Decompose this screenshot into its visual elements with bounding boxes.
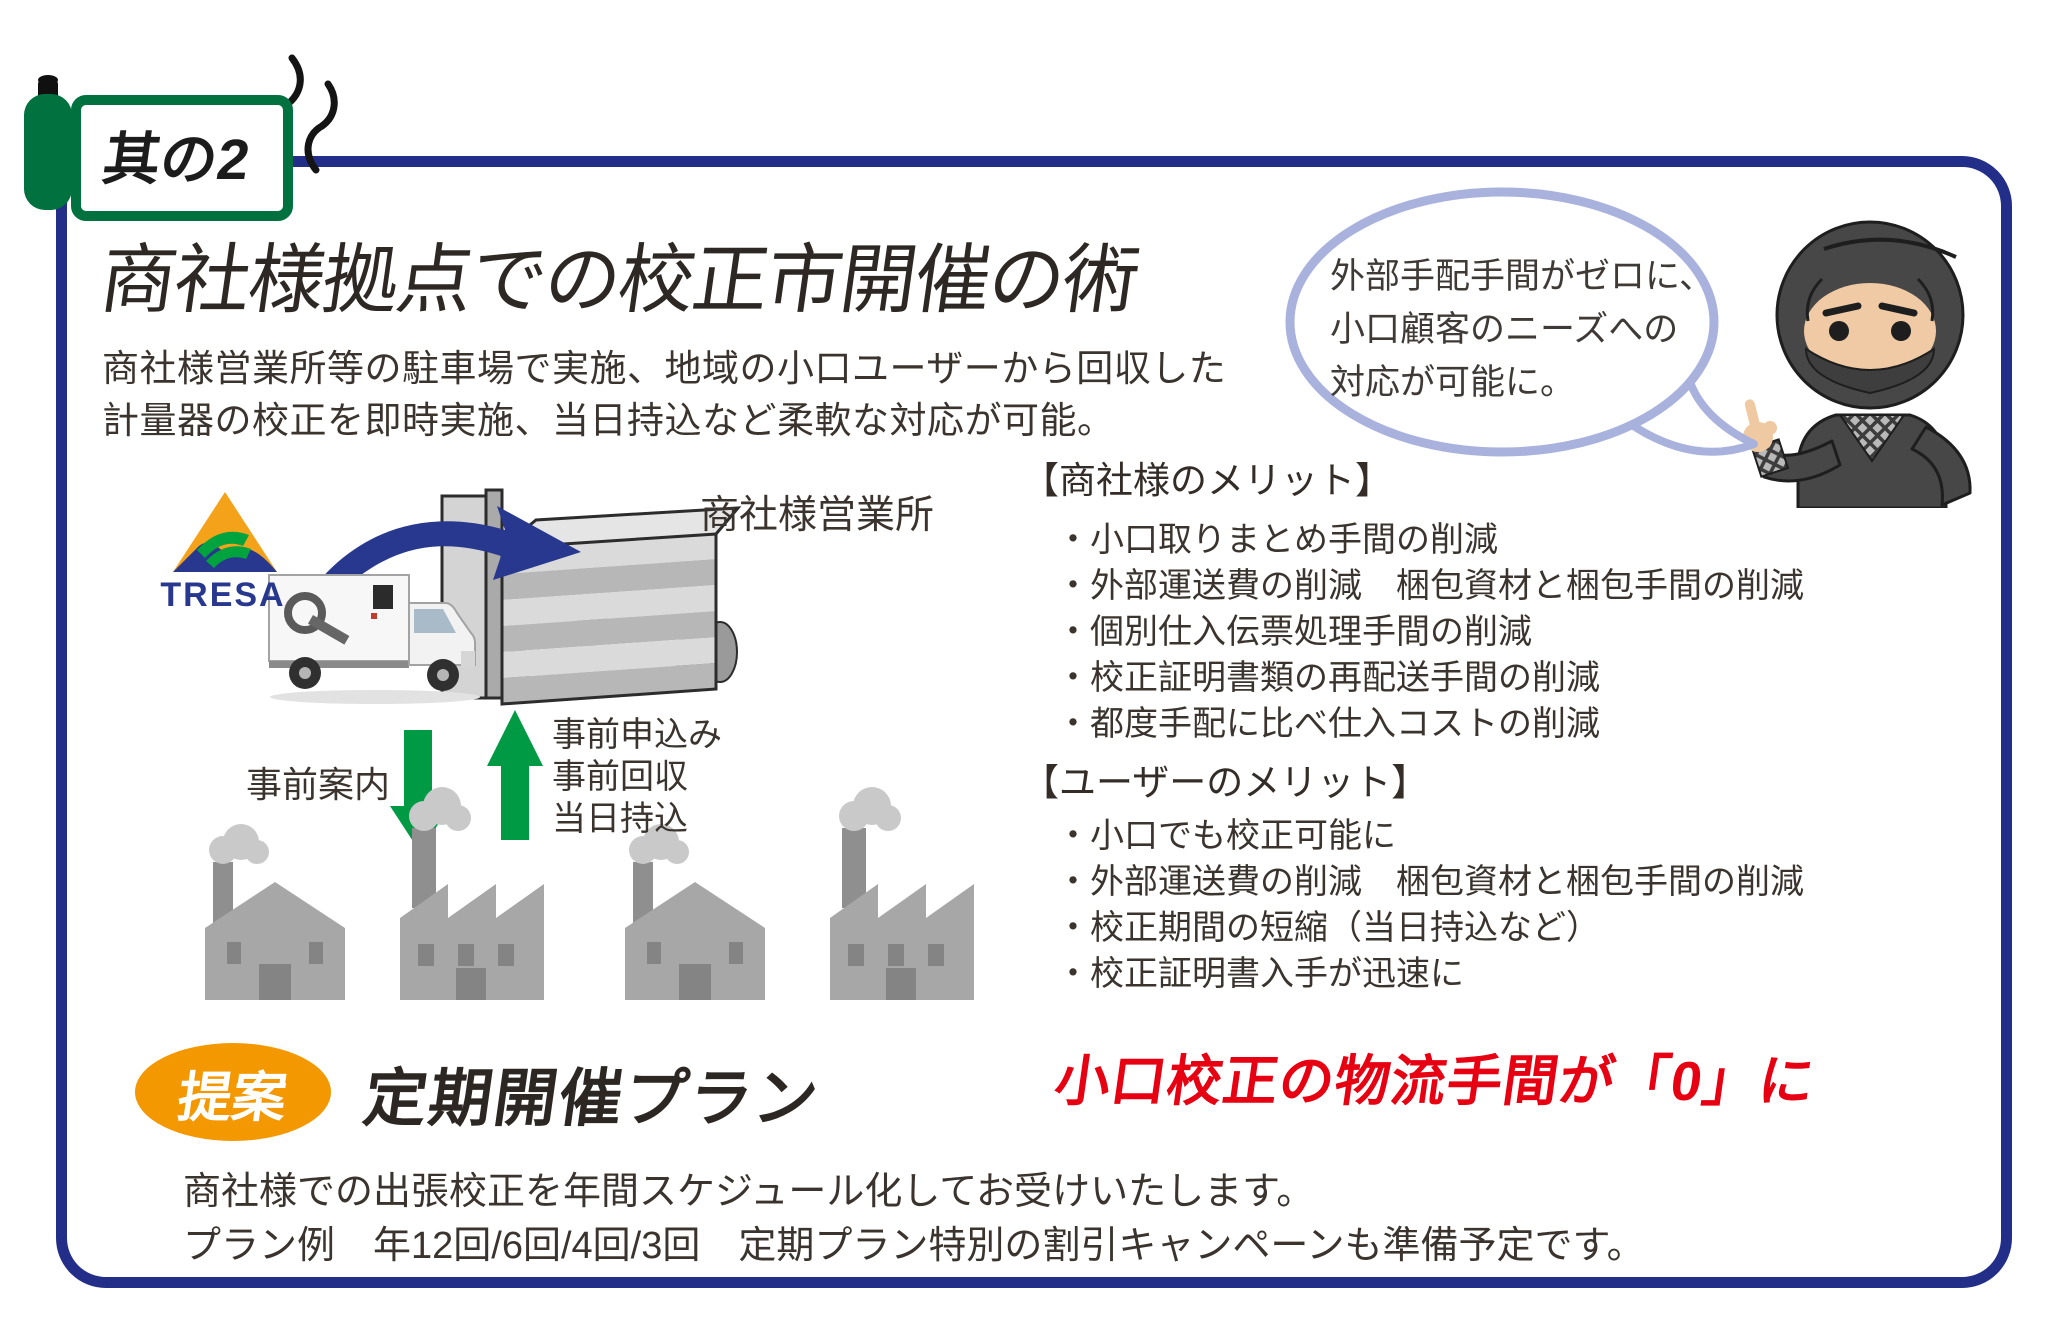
- factory-row-illustration: [205, 710, 974, 1000]
- user-merit-item: ・校正証明書入手が迅速に: [1056, 955, 1464, 993]
- up-arrow: [487, 710, 543, 840]
- trader-merit-item: ・小口取りまとめ手間の削減: [1056, 521, 1498, 559]
- page-subtitle-line2: 計量器の校正を即時実施、当日持込など柔軟な対応が可能。: [102, 400, 1115, 441]
- main-frame-border: [56, 156, 2012, 1288]
- speech-bubble: [1285, 187, 1758, 457]
- up-arrow-label: 事前回収: [552, 758, 688, 796]
- tresa-logo-text: TRESA: [160, 576, 286, 614]
- user-merit-item: ・外部運送費の削減 梱包資材と梱包手間の削減: [1056, 863, 1804, 901]
- section-badge-label: 其の2: [98, 128, 254, 192]
- up-arrow-label: 当日持込: [552, 800, 688, 838]
- speech-bubble-text: 外部手配手間がゼロに、 小口顧客のニーズへの 対応が可能に。: [1330, 250, 1714, 409]
- ninja-mascot-illustration: [1743, 220, 1972, 508]
- curved-arrow: [303, 506, 581, 610]
- trader-merit-item: ・個別仕入伝票処理手間の削減: [1056, 613, 1532, 651]
- trader-merit-item: ・校正証明書類の再配送手間の削減: [1056, 659, 1600, 697]
- page-subtitle-line1: 商社様営業所等の駐車場で実施、地域の小口ユーザーから回収した: [102, 348, 1227, 389]
- up-arrow-labels: 事前申込み 事前回収 当日持込: [552, 714, 722, 840]
- bubble-line: 対応が可能に。: [1330, 363, 1576, 402]
- proposal-line2: プラン例 年12回/6回/4回/3回 定期プラン特別の割引キャンペーンも準備予定…: [183, 1225, 1645, 1267]
- page-title: 商社様拠点での校正市開催の術: [94, 235, 1144, 324]
- trader-merits-heading: 【商社様のメリット】: [1022, 460, 1392, 501]
- user-merits-heading: 【ユーザーのメリット】: [1022, 762, 1429, 803]
- highlight-text: 小口校正の物流手間が「0」に: [1050, 1050, 1820, 1112]
- scroll-badge: [24, 54, 338, 221]
- tresa-logo: [173, 492, 277, 572]
- proposal-title: 定期開催プラン: [359, 1061, 825, 1135]
- trader-merit-item: ・外部運送費の削減 梱包資材と梱包手間の削減: [1056, 567, 1804, 605]
- office-building-illustration: [440, 488, 742, 706]
- user-merit-item: ・小口でも校正可能に: [1056, 817, 1396, 855]
- proposal-badge-label: 提案: [174, 1067, 291, 1128]
- bubble-line: 外部手配手間がゼロに、: [1330, 257, 1714, 296]
- user-merit-item: ・校正期間の短縮（当日持込など）: [1056, 909, 1600, 947]
- proposal-badge: 提案: [135, 1043, 331, 1141]
- building-label: 商社様営業所: [700, 494, 935, 537]
- bubble-line: 小口顧客のニーズへの: [1330, 310, 1679, 349]
- calibration-truck-illustration: [268, 574, 480, 704]
- trader-merit-item: ・都度手配に比べ仕入コストの削減: [1056, 705, 1600, 743]
- up-arrow-label: 事前申込み: [552, 716, 722, 754]
- proposal-line1: 商社様での出張校正を年間スケジュール化してお受けいたします。: [183, 1171, 1315, 1213]
- down-arrow-label: 事前案内: [246, 764, 391, 805]
